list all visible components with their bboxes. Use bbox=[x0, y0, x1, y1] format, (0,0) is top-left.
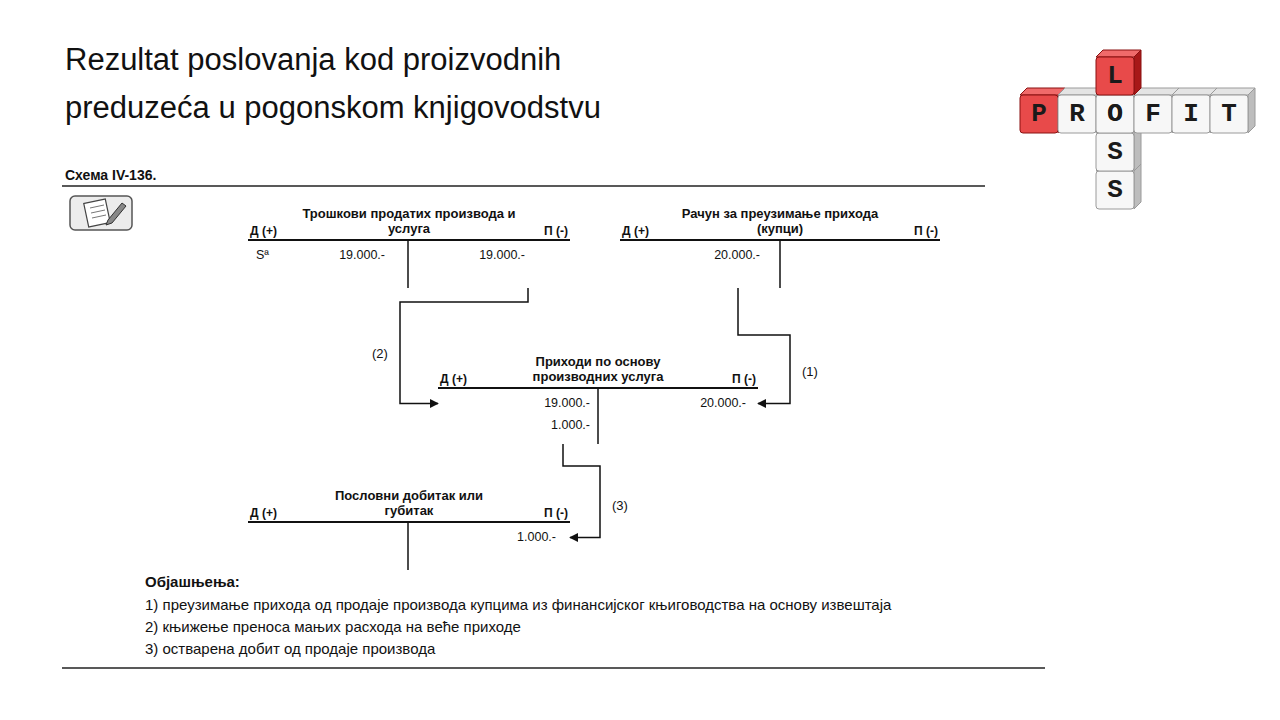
slide-title: Rezultat poslovanja kod proizvodnih pred… bbox=[65, 36, 705, 132]
amount: 19.000.- bbox=[339, 248, 385, 263]
amount: 20.000.- bbox=[714, 248, 760, 263]
top-rule bbox=[62, 185, 985, 187]
t-account: Приходи по основу производних услуга Д (+… bbox=[438, 344, 758, 444]
posting-arrow bbox=[400, 288, 528, 404]
side-marker: Д (+) bbox=[250, 506, 277, 520]
side-marker: Д (+) bbox=[250, 224, 277, 238]
posting-number: (1) bbox=[800, 364, 820, 379]
side-marker: П (-) bbox=[544, 224, 568, 238]
note-line: 1) преузимање прихода од продаје произво… bbox=[145, 596, 891, 613]
posting-arrow bbox=[738, 288, 790, 404]
side-marker: Д (+) bbox=[622, 224, 649, 238]
amount: 19.000.- bbox=[544, 396, 590, 411]
note-line: 2) књижење преноса мањих расхода на веће… bbox=[145, 618, 521, 635]
bottom-rule bbox=[62, 667, 1045, 669]
scheme-number: Схема IV-136. bbox=[65, 167, 156, 183]
account-title: Трошкови продатих производа и услуга bbox=[294, 206, 524, 237]
amount: 19.000.- bbox=[479, 248, 525, 263]
posting-number: (3) bbox=[610, 498, 630, 513]
posting-arrow bbox=[563, 444, 600, 538]
t-account: Пословни добитак или губитак Д (+) П (-) 1.… bbox=[248, 478, 570, 570]
amount: 20.000.- bbox=[700, 396, 746, 411]
side-marker: Д (+) bbox=[440, 372, 467, 386]
profit-loss-cubes bbox=[1020, 50, 1255, 209]
amount: 1.000.- bbox=[517, 530, 556, 545]
account-title: Рачун за преузимање прихода (купци) bbox=[670, 206, 890, 237]
cube-word: LOSS bbox=[1102, 57, 1128, 209]
note-line: 3) остварена добит од продаје производа bbox=[145, 640, 435, 657]
account-title: Пословни добитак или губитак bbox=[319, 488, 499, 519]
t-account: Рачун за преузимање прихода (купци) Д (+)… bbox=[620, 196, 940, 288]
side-marker: П (-) bbox=[544, 506, 568, 520]
account-title: Приходи по основу производних услуга bbox=[513, 354, 683, 385]
posting-number: (2) bbox=[370, 346, 390, 361]
side-marker: П (-) bbox=[914, 224, 938, 238]
t-account: Трошкови продатих производа и услуга Д (+… bbox=[248, 196, 570, 288]
notes-heading: Објашњења: bbox=[145, 573, 240, 590]
cube-word: PROFIT bbox=[1031, 95, 1259, 133]
notebook-icon bbox=[70, 196, 132, 230]
side-marker: П (-) bbox=[732, 372, 756, 386]
amount: 1.000.- bbox=[551, 418, 590, 433]
amount: Sª bbox=[256, 248, 269, 263]
